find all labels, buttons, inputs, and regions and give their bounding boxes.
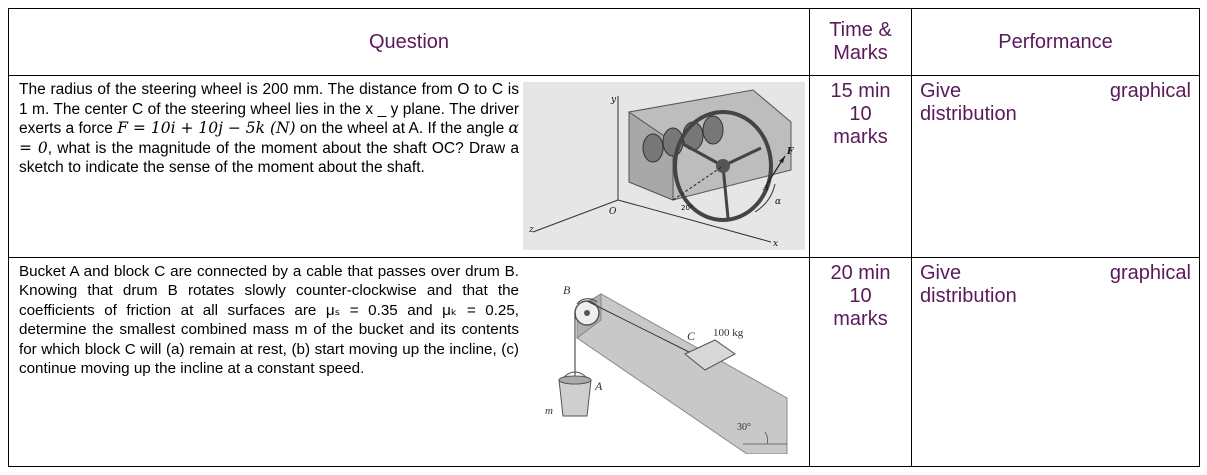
question-text-1: The radius of the steering wheel is 200 … [19,80,519,178]
header-performance: Performance [911,8,1200,76]
origin-label: O [609,207,617,217]
performance-cell-2: Give graphical distribution [911,257,1200,467]
question-cell-2: Bucket A and block C are connected by a … [8,257,810,467]
mass-m-label: m [545,405,553,417]
time-cell-1: 15 min 10 marks [809,75,912,258]
angle-20-label: 20° [681,204,693,212]
force-label: F [786,147,794,157]
perf-word-graphical-2: graphical [1109,262,1191,284]
perf-word-graphical-1: graphical [1109,80,1191,102]
header-time-line2: Marks [833,42,888,64]
marks-label-2: marks [833,308,888,330]
force-formula: F = 10i + 10j − 5k (N) [117,119,296,138]
marks-label-1: marks [833,126,888,148]
time-cell-2: 20 min 10 marks [809,257,912,467]
block-mass-label: 100 kg [713,327,744,339]
block-c-label: C [687,329,696,343]
axis-y-label: y [610,95,617,105]
angle-value: α = 0 [19,119,519,157]
question-text-1-part3: , what is the magnitude of the moment ab… [19,139,520,177]
point-a-label: A [762,183,769,192]
time-1: 15 min [830,80,891,102]
drum-b-label: B [563,283,571,297]
perf-word-distribution-1: distribution [920,103,1017,125]
marks-num-1: 10 [849,103,872,125]
axis-x-label: x [773,239,778,249]
bucket-incline-figure: B C 100 kg A m 30° [545,283,788,454]
question-cell-1: The radius of the steering wheel is 200 … [8,75,810,258]
performance-cell-1: Give graphical distribution [911,75,1200,258]
header-row: Question Time & Marks Performance [8,8,1200,76]
angle-30-label: 30° [737,422,751,433]
bucket-a-label: A [594,379,603,393]
header-time-marks: Time & Marks [809,8,912,76]
header-time-line1: Time & [829,19,892,41]
axis-z-label: z [528,225,534,235]
steering-wheel-figure: y O z x F A α 20° [523,82,805,250]
perf-word-distribution-2: distribution [920,285,1017,307]
question-row-2: Bucket A and block C are connected by a … [8,257,1200,467]
question-text-2: Bucket A and block C are connected by a … [19,263,519,378]
time-2: 20 min [830,262,891,284]
marks-num-2: 10 [849,285,872,307]
question-text-1-part2: on the wheel at A. If the angle [295,120,509,138]
question-row-1: The radius of the steering wheel is 200 … [8,75,1200,258]
perf-word-give-1: Give [920,80,962,102]
header-question: Question [8,8,810,76]
perf-word-give-2: Give [920,262,962,284]
question-text-1-part1: The radius of the steering wheel is 200 … [19,81,519,138]
question-table: Question Time & Marks Performance The ra… [8,8,1200,467]
alpha-label: α [775,197,781,207]
